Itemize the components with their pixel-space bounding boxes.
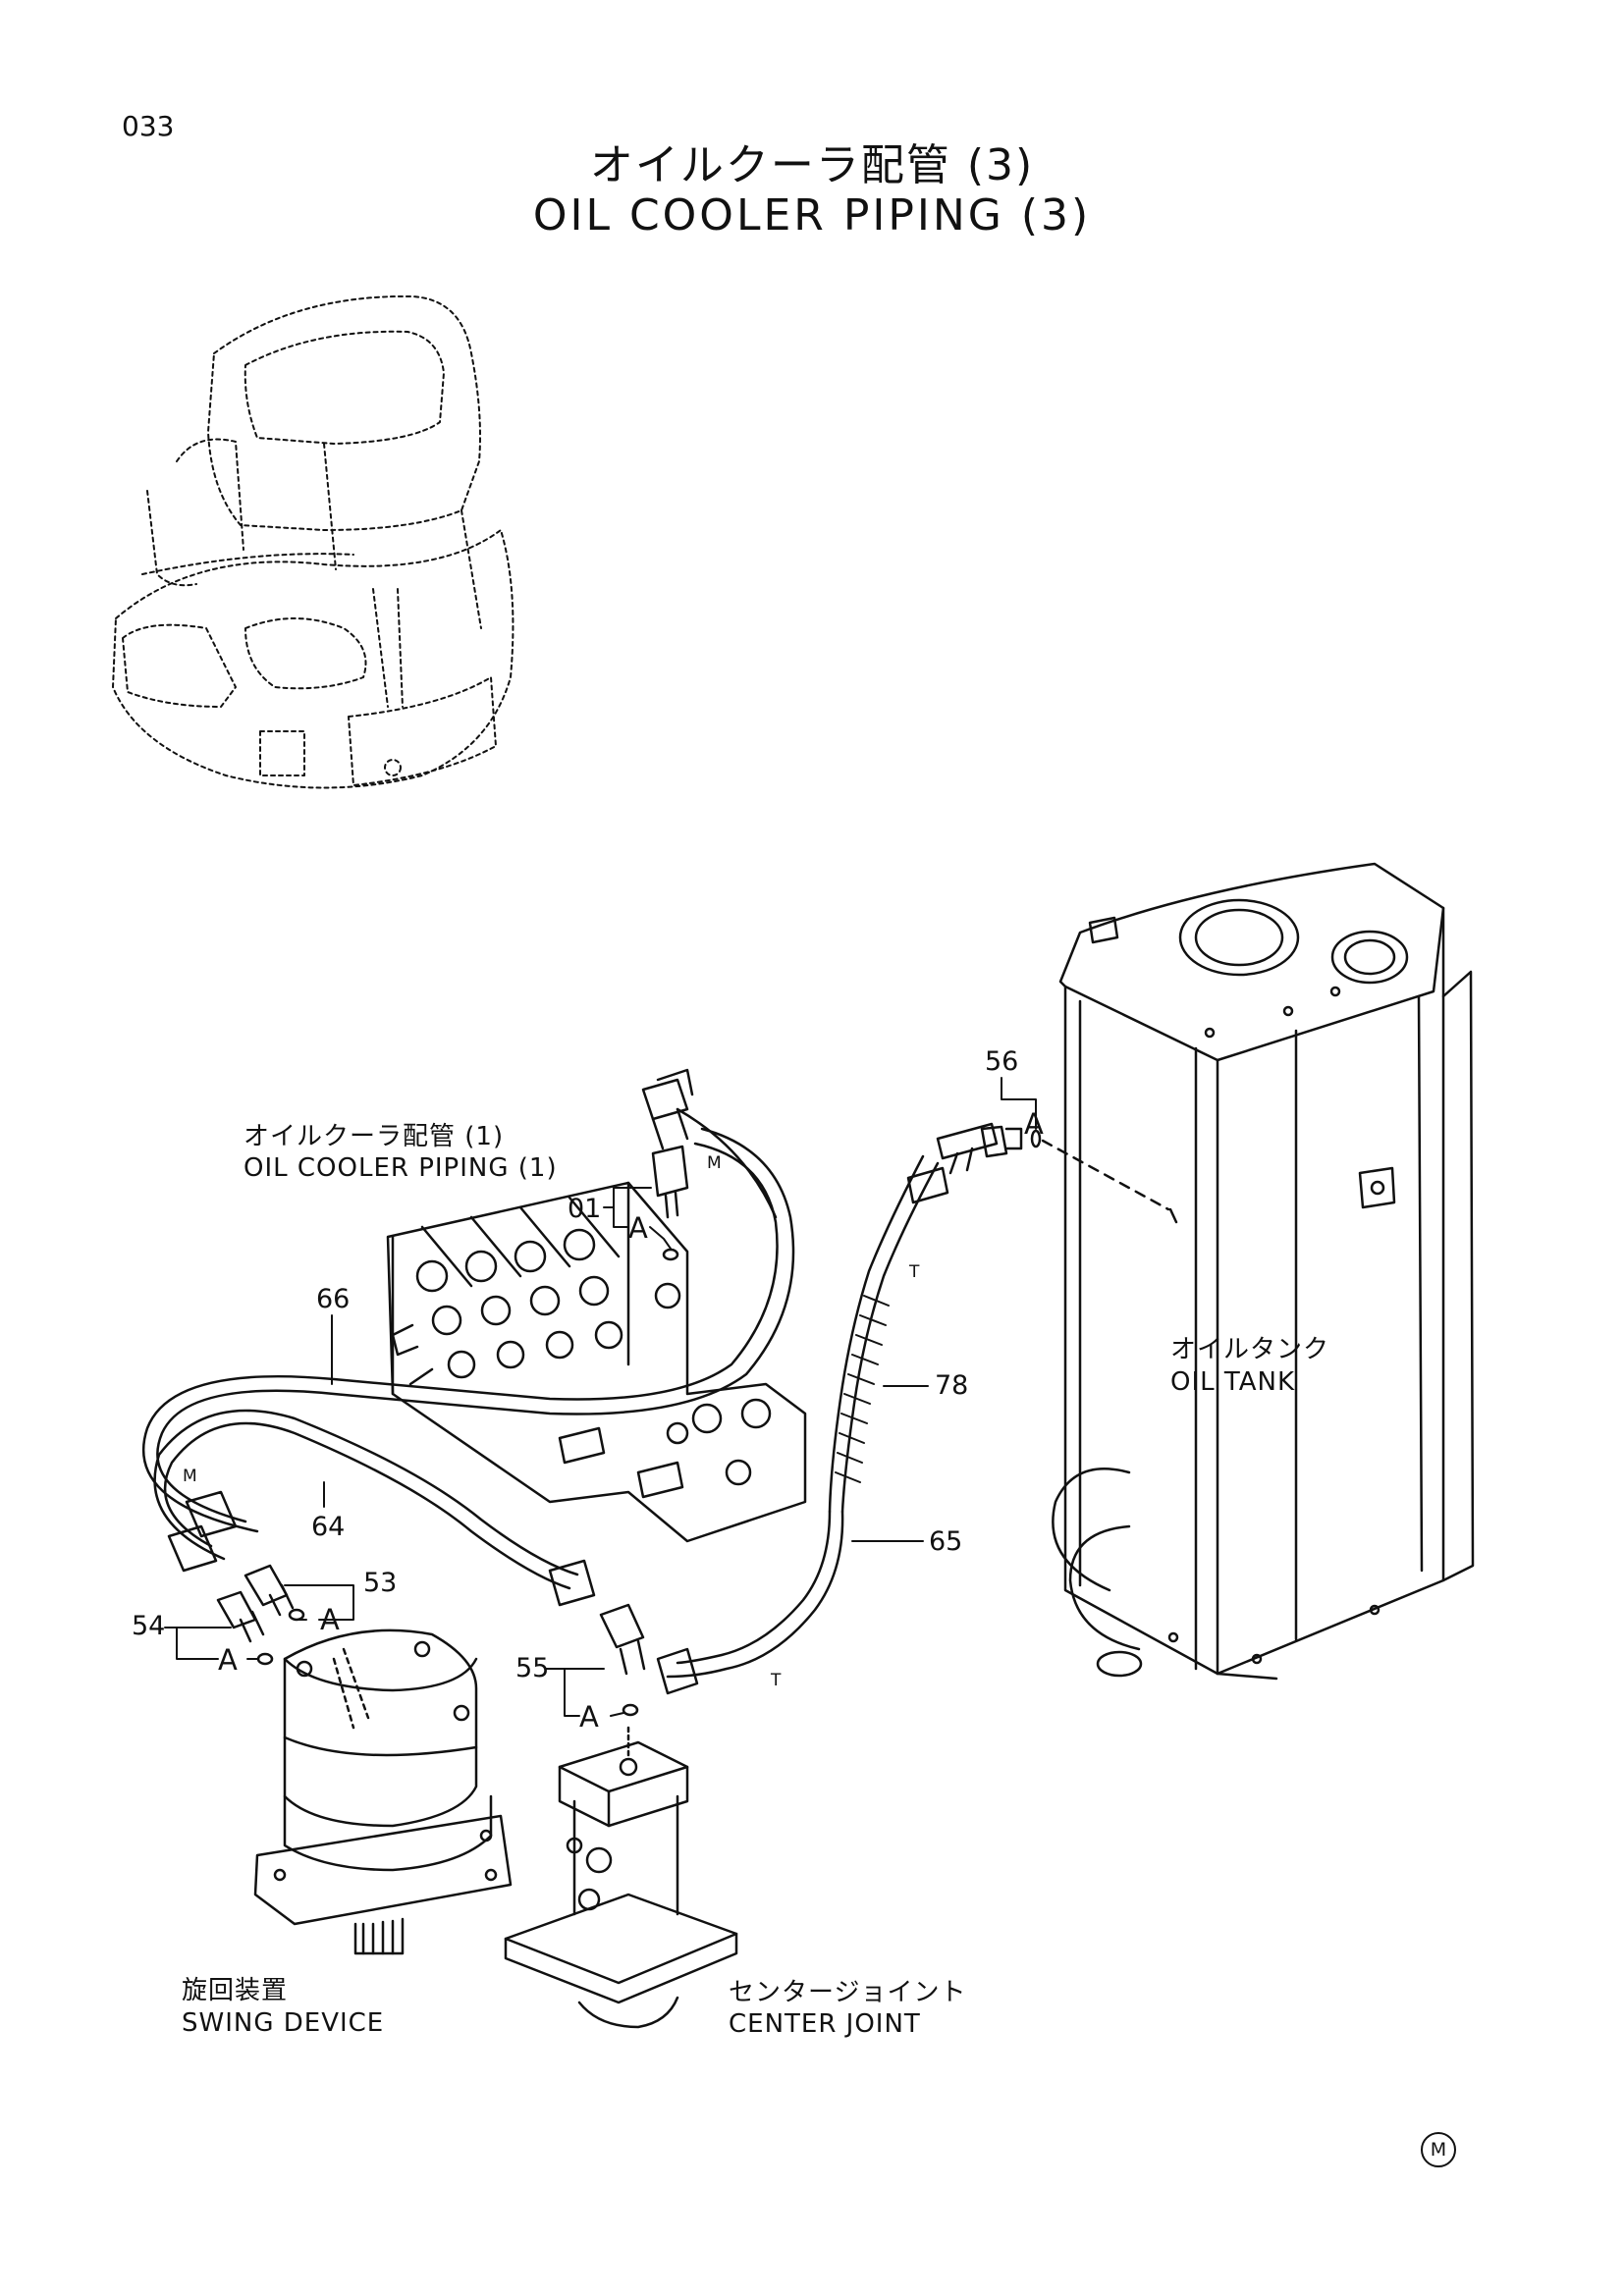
control-valve-illustration: [386, 1181, 807, 1543]
fitting-55: [599, 1603, 646, 1717]
oil-tank-label-en: OIL TANK: [1170, 1367, 1296, 1397]
callout-54: 54: [132, 1611, 166, 1641]
leader-lines: [164, 1077, 1037, 1717]
port-mark-t-upper: T: [909, 1262, 920, 1282]
callout-01: 01: [568, 1194, 602, 1224]
fitting-01: [641, 1078, 689, 1261]
center-joint-illustration: [504, 1726, 738, 2029]
hose-lines: [141, 1107, 940, 1679]
title-japanese: オイルクーラ配管 (3): [589, 140, 1035, 190]
fitting-56: [936, 1122, 1178, 1224]
callout-64: 64: [311, 1512, 346, 1542]
ref-a-54: A: [218, 1643, 238, 1677]
title-english: OIL COOLER PIPING (3): [532, 190, 1092, 240]
ref-a-01: A: [628, 1211, 648, 1245]
fitting-53: [244, 1564, 305, 1622]
oil-cooler-piping-1-label-jp: オイルクーラ配管 (1): [244, 1122, 505, 1151]
page-number: 033: [122, 110, 175, 142]
oil-cooler-piping-1-label-en: OIL COOLER PIPING (1): [244, 1153, 558, 1183]
swing-device-label-jp: 旋回装置: [182, 1976, 289, 2005]
swing-device-label-en: SWING DEVICE: [182, 2008, 385, 2038]
port-mark-m-upper: M: [707, 1153, 722, 1173]
callout-55: 55: [515, 1653, 550, 1683]
footer-circled-mark: M: [1421, 2132, 1456, 2167]
callout-66: 66: [316, 1284, 351, 1314]
callout-78: 78: [935, 1370, 969, 1401]
port-mark-m-lower: M: [183, 1467, 197, 1486]
hose-end-fittings: [167, 1068, 949, 1695]
port-mark-t-lower: T: [771, 1671, 782, 1690]
fitting-78-sleeves: [835, 1295, 890, 1483]
center-joint-label-en: CENTER JOINT: [729, 2009, 921, 2039]
ref-a-53: A: [320, 1603, 340, 1636]
ref-a-56: A: [1024, 1107, 1044, 1141]
ref-a-55: A: [579, 1700, 599, 1734]
callout-56: 56: [985, 1046, 1019, 1077]
oil-tank-label-jp: オイルタンク: [1170, 1335, 1330, 1364]
callout-65: 65: [929, 1526, 963, 1557]
oil-tank-illustration: [1052, 862, 1475, 1681]
center-joint-label-jp: センタージョイント: [729, 1978, 967, 2007]
swing-device-illustration: [253, 1629, 513, 1955]
excavator-inset-illustration: [112, 294, 514, 789]
callout-53: 53: [363, 1568, 398, 1598]
